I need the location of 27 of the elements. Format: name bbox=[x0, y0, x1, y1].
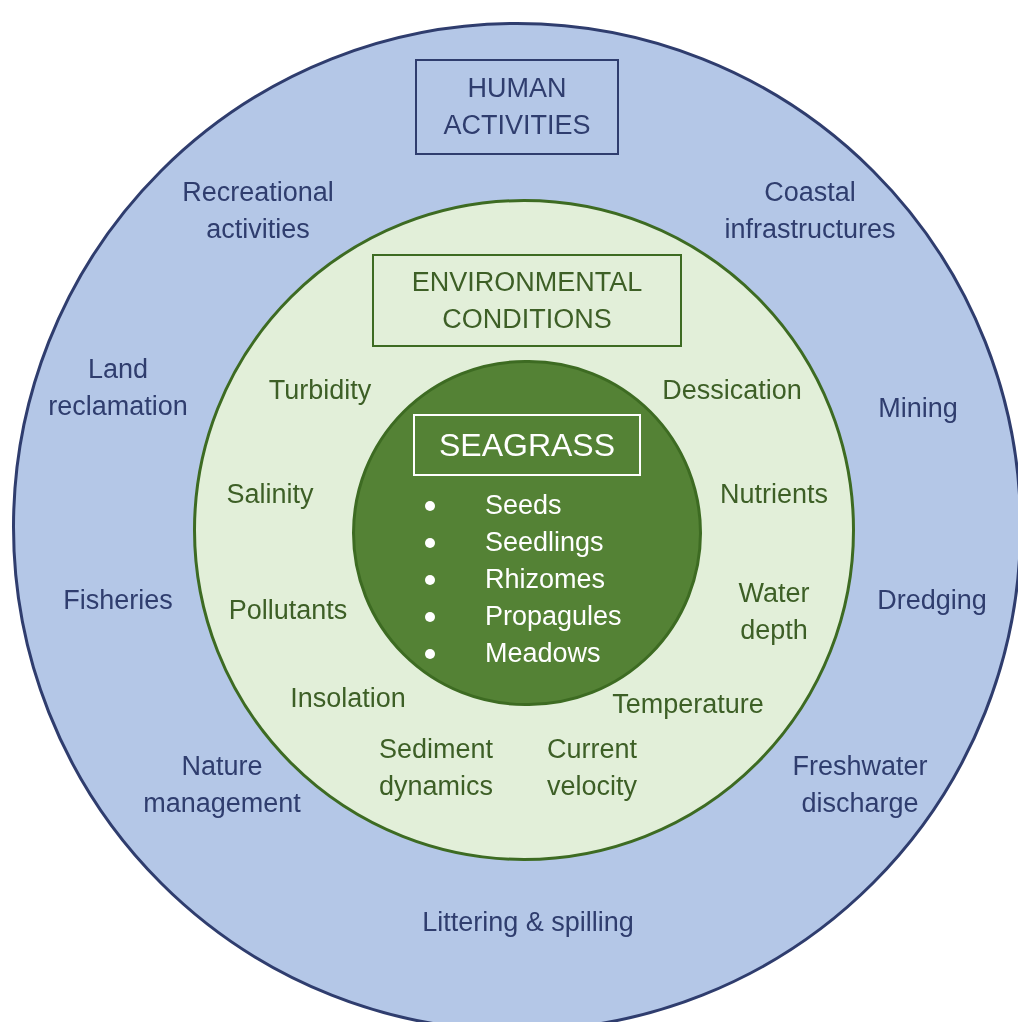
factor-label: Turbidity bbox=[267, 373, 373, 407]
factor-label: Sediment dynamics bbox=[377, 733, 495, 803]
factor-label: Nutrients bbox=[718, 477, 829, 511]
list-item: Seeds bbox=[485, 489, 562, 522]
factor-label: Temperature bbox=[611, 687, 765, 721]
factor-label: Insolation bbox=[289, 681, 407, 715]
factor-label: Dredging bbox=[876, 583, 988, 617]
factor-label: Current velocity bbox=[546, 733, 638, 803]
list-item: Rhizomes bbox=[485, 563, 606, 596]
factor-label: Freshwater discharge bbox=[791, 750, 929, 820]
factor-label: Fisheries bbox=[62, 583, 174, 617]
factor-label: Mining bbox=[877, 391, 959, 425]
factor-label: Nature management bbox=[142, 750, 302, 820]
list-item: Meadows bbox=[485, 637, 601, 670]
factor-label: Pollutants bbox=[227, 593, 349, 627]
factor-label: Littering & spilling bbox=[421, 905, 635, 939]
factor-label: Salinity bbox=[225, 477, 315, 511]
factor-label: Recreational activities bbox=[181, 176, 335, 246]
title-box: HUMAN ACTIVITIES bbox=[415, 59, 619, 155]
factor-label: Coastal infrastructures bbox=[723, 176, 897, 246]
title-box: SEAGRASS bbox=[413, 414, 641, 476]
factor-label: Land reclamation bbox=[47, 353, 189, 423]
factor-label: Dessication bbox=[661, 373, 803, 407]
title-box: ENVIRONMENTAL CONDITIONS bbox=[372, 254, 682, 347]
factor-label: Water depth bbox=[737, 577, 811, 647]
list-item: Seedlings bbox=[485, 526, 604, 559]
list-item: Propagules bbox=[485, 600, 622, 633]
